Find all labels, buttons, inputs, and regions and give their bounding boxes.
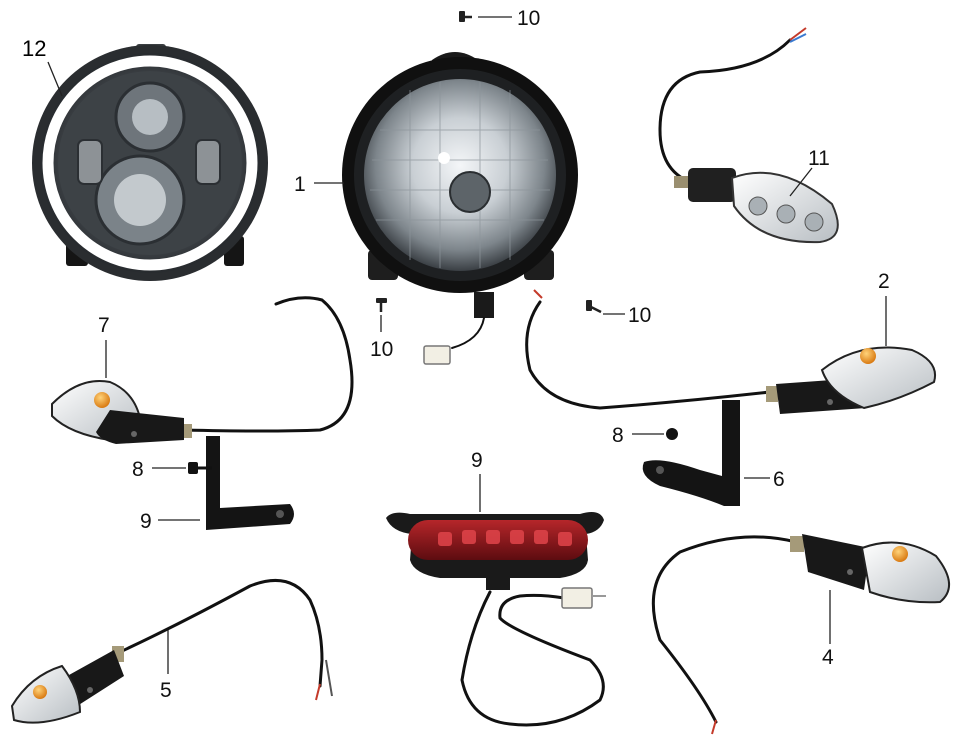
nut-right: 8: [612, 424, 678, 447]
label-1: 1: [294, 173, 344, 196]
front-left-turn-signal: [51, 296, 354, 444]
part-label: 9: [140, 510, 152, 533]
part-label: 11: [808, 147, 830, 170]
part-label: 8: [132, 458, 144, 481]
rear-right-turn-signal: [651, 534, 950, 735]
part-label: 6: [773, 468, 785, 491]
part-label: 12: [22, 36, 46, 61]
rear-left-turn-signal: [10, 578, 333, 724]
part-label: 1: [294, 173, 306, 196]
right-bracket: [642, 400, 740, 506]
label-11: 11: [789, 147, 830, 197]
led-headlight: [32, 44, 268, 281]
label-3: 7: [98, 314, 110, 378]
part-label: 8: [612, 424, 624, 447]
front-right-turn-signal: [525, 289, 936, 414]
label-9: 9: [471, 449, 483, 512]
part-label: 2: [878, 270, 890, 293]
led-turn-signal: [658, 27, 839, 244]
screw-top: 10: [459, 7, 540, 30]
label-4: 4: [822, 590, 834, 669]
part-label: 5: [160, 679, 172, 702]
nut-left: 8: [132, 458, 212, 481]
part-label: 9: [471, 449, 483, 472]
part-label: 10: [370, 338, 393, 361]
label-5: 5: [160, 630, 172, 702]
part-label: 7: [98, 314, 110, 337]
left-bracket: [206, 436, 294, 530]
label-2: 2: [878, 270, 890, 346]
part-label: 10: [517, 7, 540, 30]
tail-light: [386, 512, 606, 727]
label-12: 12: [22, 36, 63, 97]
label-7: 9: [140, 510, 200, 533]
screw-right: 10: [586, 300, 651, 327]
screw-left: 10: [370, 298, 393, 361]
label-6: 6: [744, 468, 785, 491]
headlight: [342, 52, 578, 365]
part-label: 4: [822, 646, 834, 669]
part-label: 10: [628, 304, 651, 327]
